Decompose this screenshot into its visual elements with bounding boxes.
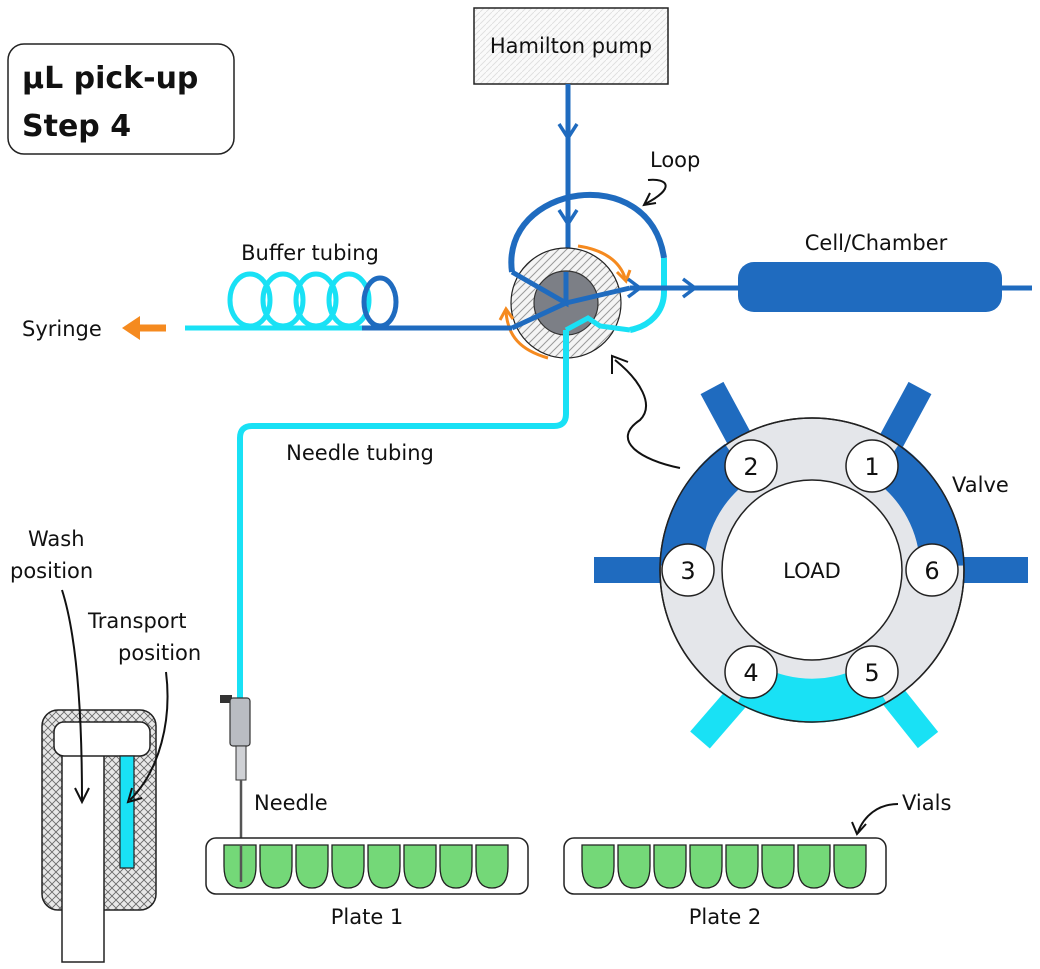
plate-2-vials bbox=[581, 844, 867, 889]
valve-port-6: 6 bbox=[905, 543, 959, 597]
large-valve: LOAD 1 2 3 4 5 6 bbox=[594, 381, 1028, 749]
plate-1-label: Plate 1 bbox=[331, 905, 404, 929]
wash-label-line-1: Wash bbox=[28, 527, 85, 551]
plate-1-vials bbox=[223, 844, 509, 889]
transport-label-line-1: Transport bbox=[87, 609, 187, 633]
vial bbox=[761, 844, 795, 889]
cell-line bbox=[626, 262, 1032, 312]
wash-pointer-arrow bbox=[61, 589, 83, 801]
needle-label: Needle bbox=[254, 791, 328, 815]
vial bbox=[403, 844, 437, 889]
vials-pointer-arrow bbox=[857, 803, 899, 833]
title-line-2: Step 4 bbox=[22, 109, 131, 144]
syringe-arrow-icon bbox=[122, 316, 166, 340]
title-line-1: µL pick-up bbox=[22, 61, 198, 96]
valve-label: Valve bbox=[952, 473, 1009, 497]
vial bbox=[581, 844, 615, 889]
vial bbox=[295, 844, 329, 889]
wash-station bbox=[41, 709, 157, 963]
svg-text:4: 4 bbox=[743, 659, 758, 687]
transport-label-line-2: position bbox=[118, 641, 201, 665]
plate-2-label: Plate 2 bbox=[689, 905, 762, 929]
vials-label: Vials bbox=[902, 791, 951, 815]
syringe-label: Syringe bbox=[22, 317, 102, 341]
vial bbox=[689, 844, 723, 889]
vial bbox=[259, 844, 293, 889]
wash-label-line-2: position bbox=[10, 559, 93, 583]
vial bbox=[797, 844, 831, 889]
valve-port-4: 4 bbox=[724, 645, 778, 699]
vial bbox=[725, 844, 759, 889]
valve-state-label: LOAD bbox=[783, 559, 841, 583]
svg-text:6: 6 bbox=[924, 557, 939, 585]
cell-label: Cell/Chamber bbox=[805, 231, 948, 255]
pump-line bbox=[557, 84, 579, 272]
valve-port-2: 2 bbox=[724, 439, 778, 493]
pump-label: Hamilton pump bbox=[490, 34, 652, 58]
valve-port-1: 1 bbox=[845, 439, 899, 493]
valve-port-5: 5 bbox=[845, 645, 899, 699]
valve-rotor bbox=[498, 244, 632, 360]
vial bbox=[833, 844, 867, 889]
vial bbox=[331, 844, 365, 889]
valve-port-3: 3 bbox=[661, 543, 715, 597]
needle-tubing-label: Needle tubing bbox=[286, 441, 434, 465]
loop-pointer-arrow bbox=[644, 178, 667, 205]
hamilton-pump: Hamilton pump bbox=[473, 7, 669, 85]
vial bbox=[367, 844, 401, 889]
svg-text:5: 5 bbox=[864, 659, 879, 687]
vial bbox=[439, 844, 473, 889]
svg-text:2: 2 bbox=[743, 453, 758, 481]
transport-pointer-arrow bbox=[129, 671, 169, 801]
svg-text:1: 1 bbox=[864, 453, 879, 481]
needle-tubing bbox=[237, 330, 569, 700]
vial bbox=[475, 844, 509, 889]
valve-to-rotor-arrow bbox=[614, 359, 681, 469]
buffer-tubing-label: Buffer tubing bbox=[241, 241, 379, 265]
svg-text:3: 3 bbox=[680, 557, 695, 585]
vial bbox=[653, 844, 687, 889]
title-box: µL pick-up Step 4 bbox=[7, 43, 235, 155]
buffer-tubing bbox=[185, 271, 512, 331]
vial bbox=[617, 844, 651, 889]
loop-label: Loop bbox=[650, 148, 700, 172]
